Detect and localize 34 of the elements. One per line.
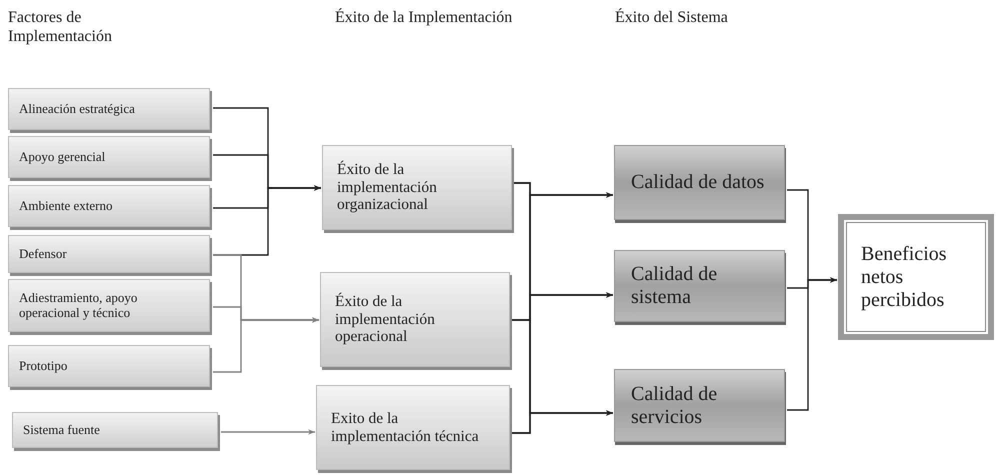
- quality-box: [614, 145, 785, 220]
- implementation-box: [316, 385, 510, 470]
- node-label: Apoyo gerencial: [19, 150, 106, 164]
- node-label: Éxito de la implementación operacional: [335, 292, 436, 346]
- arrow: [213, 317, 319, 373]
- node-label: Prototipo: [19, 358, 68, 374]
- implementation-box: [320, 272, 510, 367]
- node-label: Calidad de servicios: [631, 382, 718, 428]
- node-label: Calidad de sistema: [631, 263, 718, 309]
- quality-box: [614, 369, 785, 442]
- column-heading: Éxito del Sistema: [615, 8, 729, 28]
- node-label: Adiestramiento, apoyo operacional y técnico: [19, 290, 138, 320]
- node-label: Defensor: [19, 246, 67, 262]
- factor-box: [8, 235, 210, 273]
- implementation-box: [322, 145, 512, 230]
- column-heading: Factores de Implementación: [8, 8, 113, 46]
- quality-box: [614, 250, 785, 322]
- node-label: Ambiente externo: [19, 198, 112, 214]
- factor-box: [8, 88, 210, 130]
- arrow: [221, 429, 315, 435]
- node-label: Sistema fuente: [23, 422, 100, 438]
- node-label: Beneficios netos percibidos: [861, 242, 948, 312]
- column-heading: Éxito de la Implementación: [335, 8, 514, 28]
- node-label: Exito de la implementación técnica: [331, 410, 480, 446]
- node-label: Éxito de la implementación organizacional: [337, 160, 438, 214]
- factor-box: [8, 185, 210, 227]
- node-label: Alineación estratégica: [19, 102, 135, 116]
- node-label: Calidad de datos: [631, 171, 764, 194]
- factor-box: [8, 345, 210, 387]
- arrow: [787, 277, 837, 411]
- arrow: [512, 410, 613, 434]
- factor-box: [12, 412, 218, 448]
- factor-box: [8, 279, 210, 332]
- factor-box: [8, 136, 210, 178]
